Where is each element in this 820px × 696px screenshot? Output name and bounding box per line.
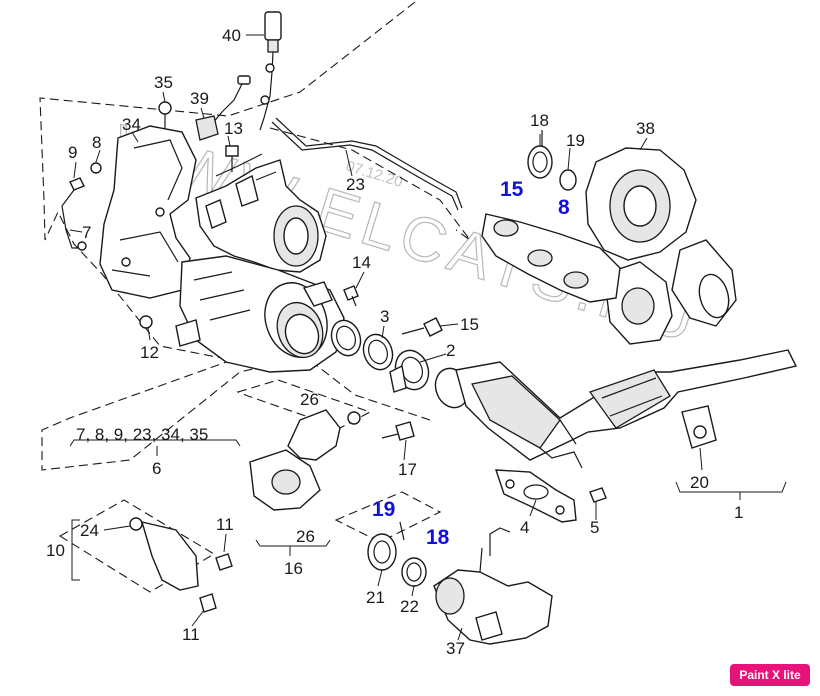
downpipe-37 (433, 569, 553, 645)
bracket-10 (140, 521, 199, 591)
label-group-6: 7, 8, 9, 23, 34, 35 (76, 425, 208, 444)
label-35: 35 (154, 73, 173, 92)
bolt-5 (589, 487, 607, 503)
annotation-15: 15 (500, 178, 524, 201)
label-14: 14 (352, 253, 371, 272)
label-2: 2 (446, 341, 455, 360)
label-18-top: 18 (530, 111, 549, 130)
bracket-26 (287, 409, 341, 461)
bolt-11a (215, 553, 233, 571)
bracket-7 (61, 189, 82, 249)
annotation-8: 8 (558, 196, 570, 219)
label-37: 37 (446, 639, 465, 658)
label-3: 3 (380, 307, 389, 326)
label-39: 39 (190, 89, 209, 108)
label-21: 21 (366, 588, 385, 607)
bolt-15 (423, 317, 443, 337)
label-11-lower: 11 (182, 625, 200, 644)
label-34: 34 (122, 115, 141, 134)
bracket-12 (175, 319, 201, 347)
label-16: 16 (284, 559, 303, 578)
paint-x-lite-badge[interactable]: Paint X lite (730, 664, 810, 686)
label-4: 4 (520, 518, 529, 537)
label-23: 23 (346, 175, 365, 194)
ring-19-top (559, 169, 577, 191)
bolt-14 (343, 285, 359, 301)
label-22: 22 (400, 597, 419, 616)
label-17: 17 (398, 460, 417, 479)
label-6: 6 (152, 459, 161, 478)
pipe-23 (271, 121, 459, 211)
gasket-4 (495, 469, 577, 523)
label-26-upper: 26 (300, 390, 319, 409)
group10-boundary (58, 499, 216, 593)
group23-boundary (269, 127, 471, 241)
label-26-lower: 26 (296, 527, 315, 546)
clamp-18-top (527, 145, 553, 179)
label-40: 40 (222, 26, 241, 45)
group21-boundary (334, 491, 442, 543)
bracket-group1 (675, 481, 787, 493)
bolt-24 (129, 517, 143, 531)
label-19-top: 19 (566, 131, 585, 150)
annotation-19: 19 (372, 498, 395, 521)
bolt-11b (199, 593, 217, 613)
label-9: 9 (68, 143, 77, 162)
label-38: 38 (636, 119, 655, 138)
label-20: 20 (690, 473, 709, 492)
bolt-17 (395, 421, 415, 441)
label-12: 12 (140, 343, 159, 362)
bolt-8 (90, 162, 102, 174)
clamp-21 (367, 533, 397, 571)
bracket-group10 (71, 519, 80, 581)
bracket-9 (69, 177, 85, 191)
label-13: 13 (224, 119, 243, 138)
bracket-group6 (69, 439, 241, 447)
bolt-35 (158, 101, 172, 115)
annotation-18: 18 (426, 526, 450, 549)
sensor-39 (211, 79, 245, 125)
label-10: 10 (46, 541, 65, 560)
label-15: 15 (460, 315, 479, 334)
label-8: 8 (92, 133, 101, 152)
label-5: 5 (590, 518, 599, 537)
label-1: 1 (734, 503, 743, 522)
bolt-13 (225, 145, 239, 157)
label-7: 7 (82, 223, 91, 242)
bracket-group16 (255, 539, 331, 547)
sensor-40 (264, 11, 282, 41)
ring-22 (401, 557, 427, 587)
label-24: 24 (80, 521, 99, 540)
heat-shield-34 (99, 125, 197, 299)
nut-26 (347, 411, 361, 425)
label-11-upper: 11 (216, 515, 234, 534)
